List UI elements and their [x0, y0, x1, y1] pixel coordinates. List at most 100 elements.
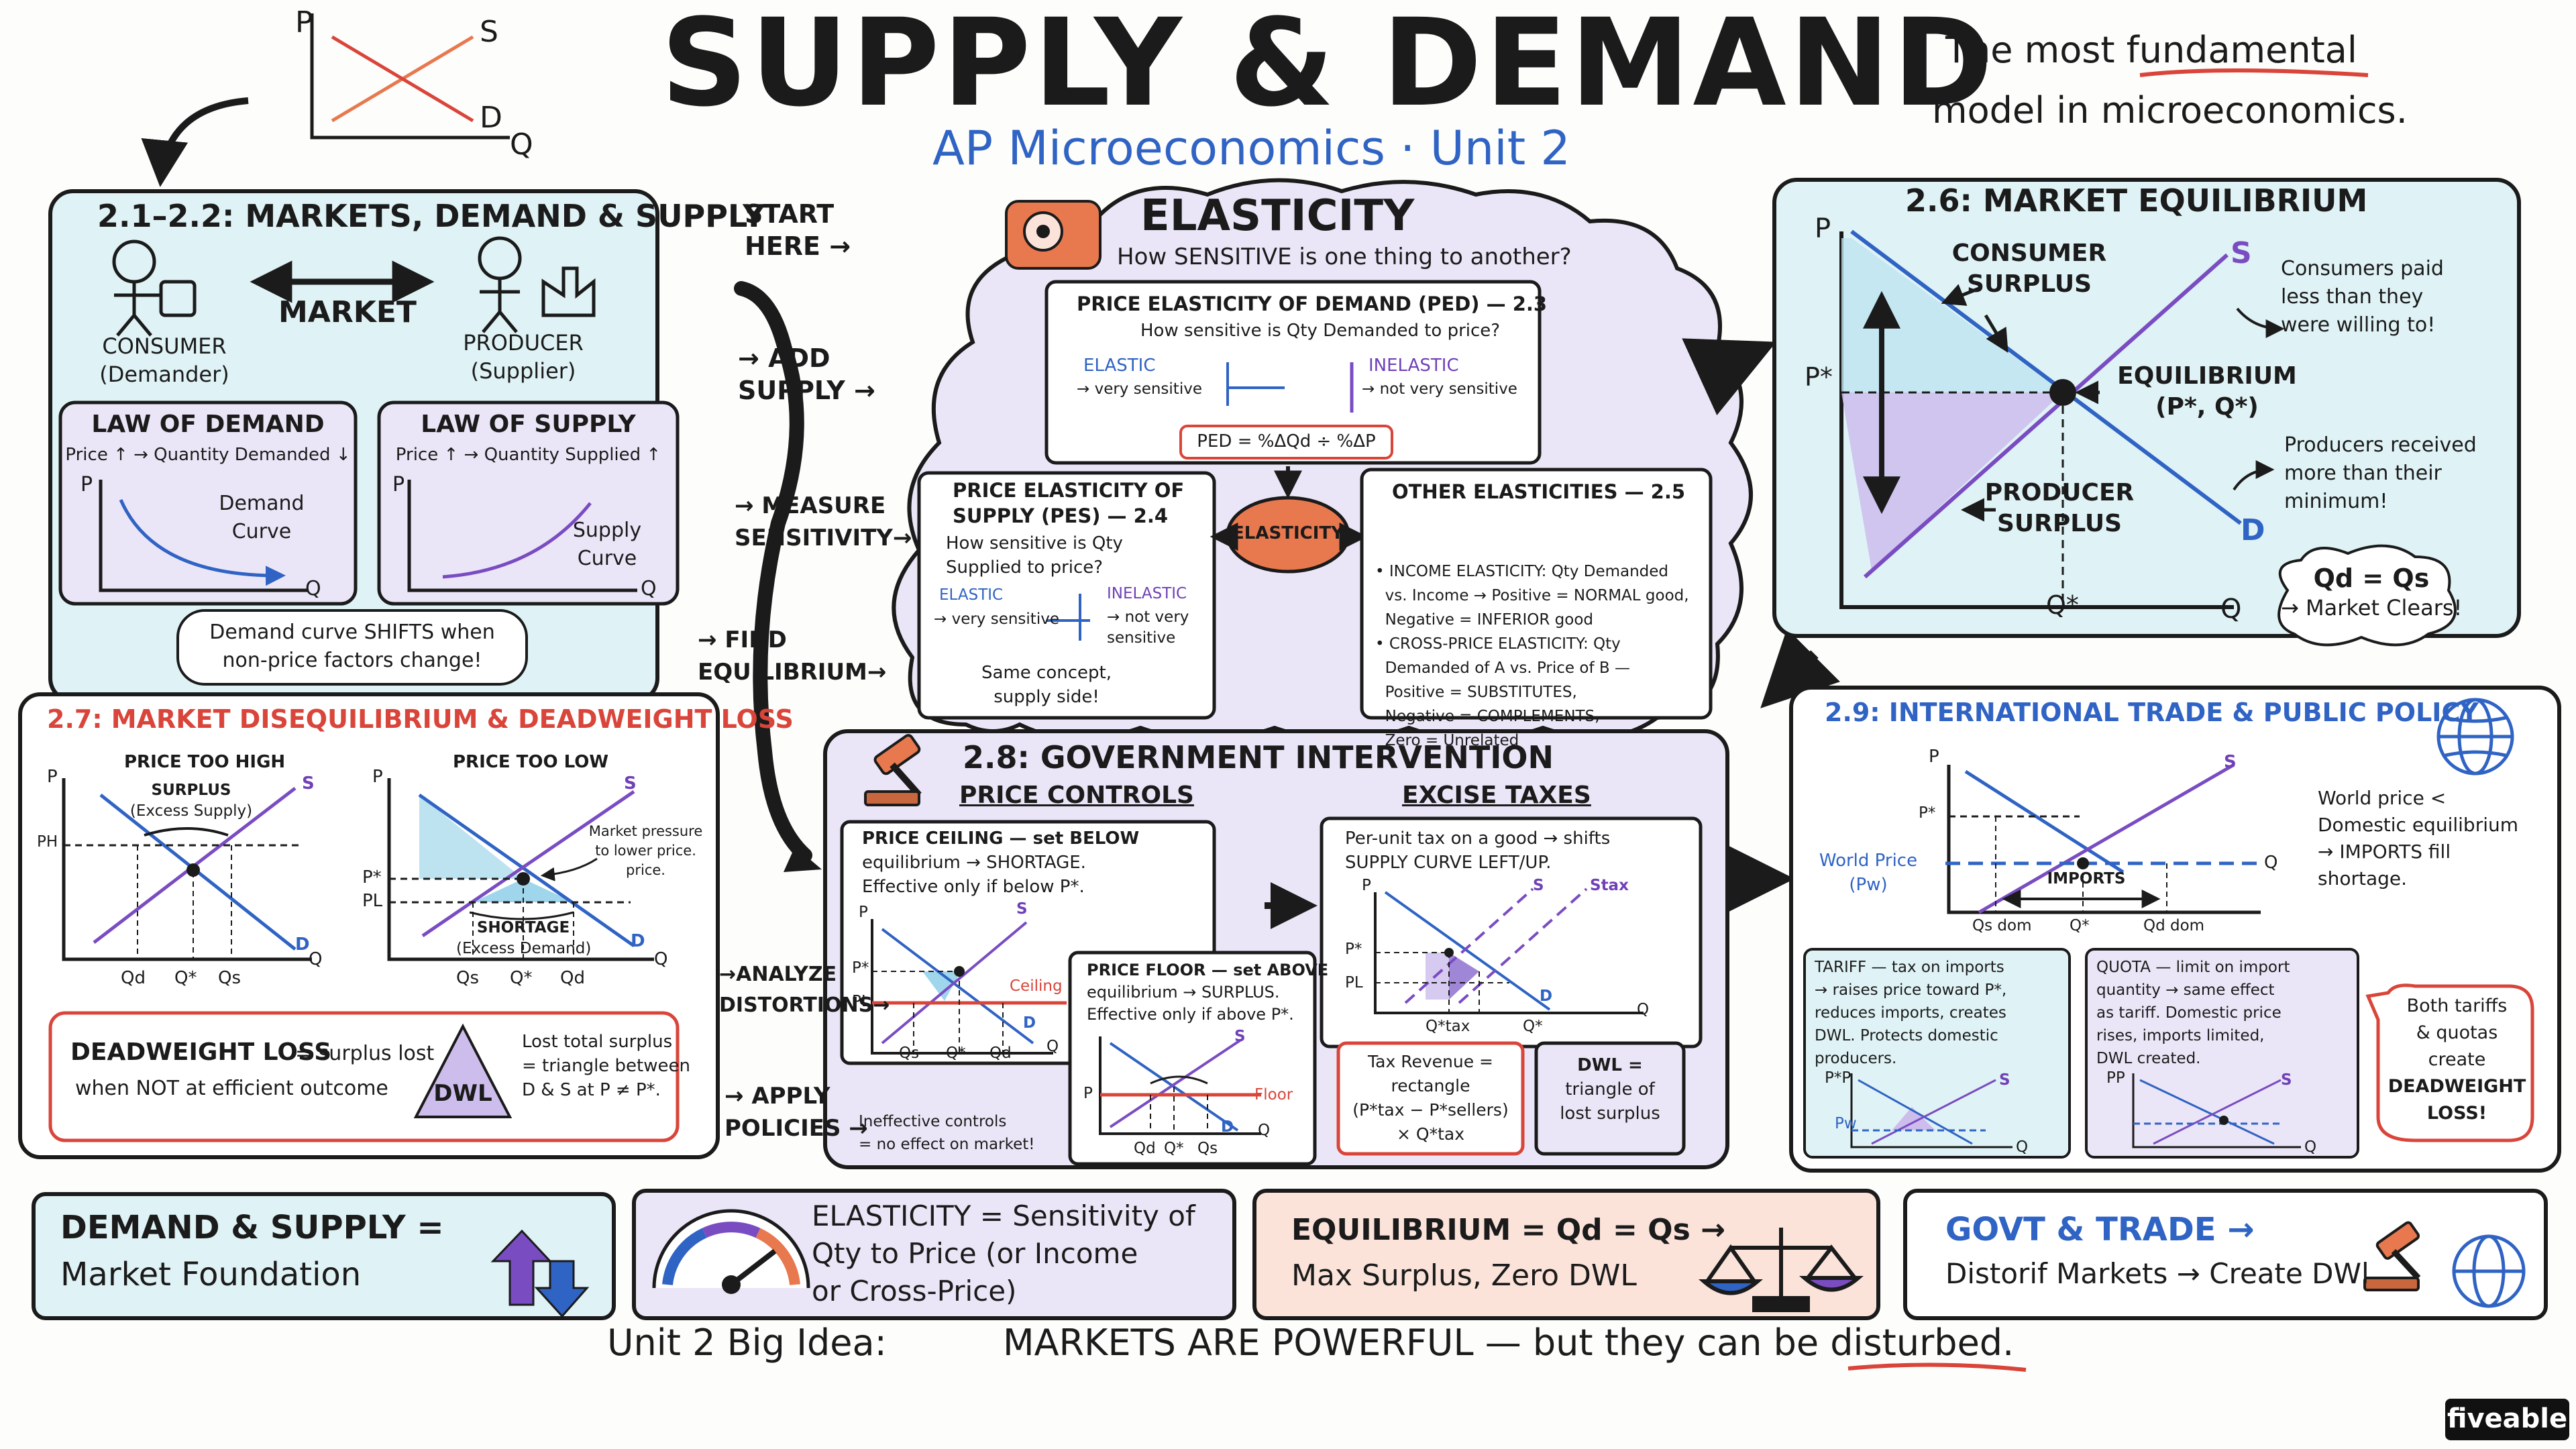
ped-inelastic-desc: → not very sensitive [1362, 380, 1517, 398]
gauge-icon [652, 1209, 810, 1294]
arrow-to-equilibrium [1682, 338, 1776, 416]
demand-curve [119, 499, 286, 586]
low-pstar: P* [362, 867, 382, 888]
dwl-triangle [413, 1023, 513, 1118]
ceiling-qd: Qd [989, 1044, 1012, 1062]
up-down-arrows-icon [490, 1229, 590, 1318]
eq-q: Q [2220, 594, 2242, 625]
mini-graph [310, 13, 510, 140]
page-title: SUPPLY & DEMAND [661, 0, 1996, 133]
flow-line [734, 281, 812, 863]
market-clears-cloud [2277, 544, 2457, 647]
ceiling-qs: Qs [899, 1044, 920, 1062]
summary-4: GOVT & TRADE →Distorif Markets → Create … [1945, 1211, 2369, 1290]
floor-box [1068, 951, 1317, 1166]
tax-qtax: Q*tax [1426, 1018, 1470, 1035]
pes-elastic-desc: → very sensitive [934, 610, 1059, 628]
trade-q: Q [2264, 853, 2278, 873]
other-elasticities-box [1360, 468, 1713, 720]
ceiling-q: Q [1046, 1038, 1059, 1055]
dwl-box [48, 1011, 680, 1142]
globe-small-icon [2452, 1234, 2526, 1308]
ld-q: Q [305, 577, 321, 600]
floor-qstar: Q* [1164, 1140, 1184, 1157]
trade-qsdom: Qs dom [1972, 917, 2032, 934]
ceiling-qstar: Q* [946, 1044, 966, 1062]
law-of-demand-box [58, 400, 358, 606]
summary-box-1 [32, 1192, 616, 1320]
high-ph: PH [37, 833, 58, 851]
ped-formula: PED = %ΔQd ÷ %ΔP [1197, 431, 1376, 451]
ped-question: How sensitive is Qty Demanded to price? [1140, 321, 1501, 341]
trade-axes [1947, 765, 2261, 914]
elasticity-question: How SENSITIVE is one thing to another? [1117, 244, 1572, 270]
tax-p: P [1362, 877, 1371, 894]
eq-p: P [1815, 213, 1831, 244]
excise-taxes-title: EXCISE TAXES [1402, 782, 1591, 809]
trade-title: 2.9: INTERNATIONAL TRADE & PUBLIC POLICY [1825, 698, 2479, 727]
markets-title: 2.1–2.2: MARKETS, DEMAND & SUPPLY [97, 198, 765, 234]
elasticity-badge-label: ELASTICITY [1232, 523, 1344, 543]
tax-s: S [1533, 877, 1544, 894]
equilibrium-title: 2.6: MARKET EQUILIBRIUM [1905, 182, 2368, 219]
tariff-q: Q [2016, 1138, 2029, 1156]
eq-s: S [2231, 236, 2252, 270]
law-of-supply-box [377, 400, 680, 606]
big-idea-label: Unit 2 Big Idea: [607, 1322, 887, 1364]
equilibrium-point [2049, 379, 2076, 406]
floor-d: D [1221, 1118, 1234, 1136]
brand-logo: fiveable [2447, 1403, 2568, 1434]
supply-curve [442, 502, 592, 579]
summary-1: DEMAND & SUPPLY =Market Foundation [60, 1209, 444, 1293]
arrow-to-trade [1760, 629, 1840, 708]
mini-p: P [295, 5, 313, 40]
tagline-line-1: The most fundamental [1945, 29, 2357, 71]
price-too-high: PRICE TOO HIGH [124, 752, 286, 772]
tax-qstar: Q* [1523, 1018, 1543, 1035]
ceiling-p: P [859, 904, 868, 921]
tariff-p: P*P [1825, 1069, 1851, 1087]
summary-3: EQUILIBRIUM = Qd = Qs →Max Surplus, Zero… [1291, 1213, 1725, 1293]
big-idea-text: MARKETS ARE POWERFUL — but they can be d… [1003, 1322, 2015, 1364]
high-s: S [302, 773, 315, 794]
eq-supply-line [1864, 253, 2229, 579]
tax-dwl-box [1534, 1041, 1686, 1156]
other-elasticities-lines: • INCOME ELASTICITY: Qty Demanded vs. In… [1375, 563, 1689, 749]
supply-axes [407, 480, 637, 592]
start-curved-arrow [141, 97, 249, 187]
consumer-label: CONSUMER(Demander) [99, 333, 229, 387]
ls-q: Q [641, 577, 657, 600]
low-q: Q [654, 949, 668, 969]
shift-note-bubble [176, 609, 528, 686]
producer-figure [478, 236, 596, 333]
tariff-box [1803, 948, 2071, 1159]
high-qstar: Q* [174, 968, 197, 988]
floor-qd: Qd [1134, 1140, 1156, 1157]
government-title: 2.8: GOVERNMENT INTERVENTION [963, 739, 1554, 775]
trade-qddom: Qd dom [2143, 917, 2205, 934]
consumer-figure [112, 239, 197, 337]
world-price-label: World Price(Pw) [1819, 851, 1918, 895]
disturbed-underline [1847, 1362, 2027, 1372]
law-of-supply-rule: Price ↑ → Quantity Supplied ↑ [395, 445, 661, 465]
ls-p: P [392, 473, 405, 496]
page-subtitle: AP Microeconomics · Unit 2 [932, 121, 1570, 176]
tariff-pw: Pw [1835, 1115, 1857, 1132]
high-q: Q [309, 949, 323, 969]
other-elasticities-title: OTHER ELASTICITIES — 2.5 [1392, 480, 1686, 503]
ped-title: PRICE ELASTICITY OF DEMAND (PED) — 2.3 [1077, 292, 1548, 315]
trade-pstar: P* [1919, 804, 1936, 822]
shortage-label: SHORTAGE(Excess Demand) [456, 919, 592, 957]
